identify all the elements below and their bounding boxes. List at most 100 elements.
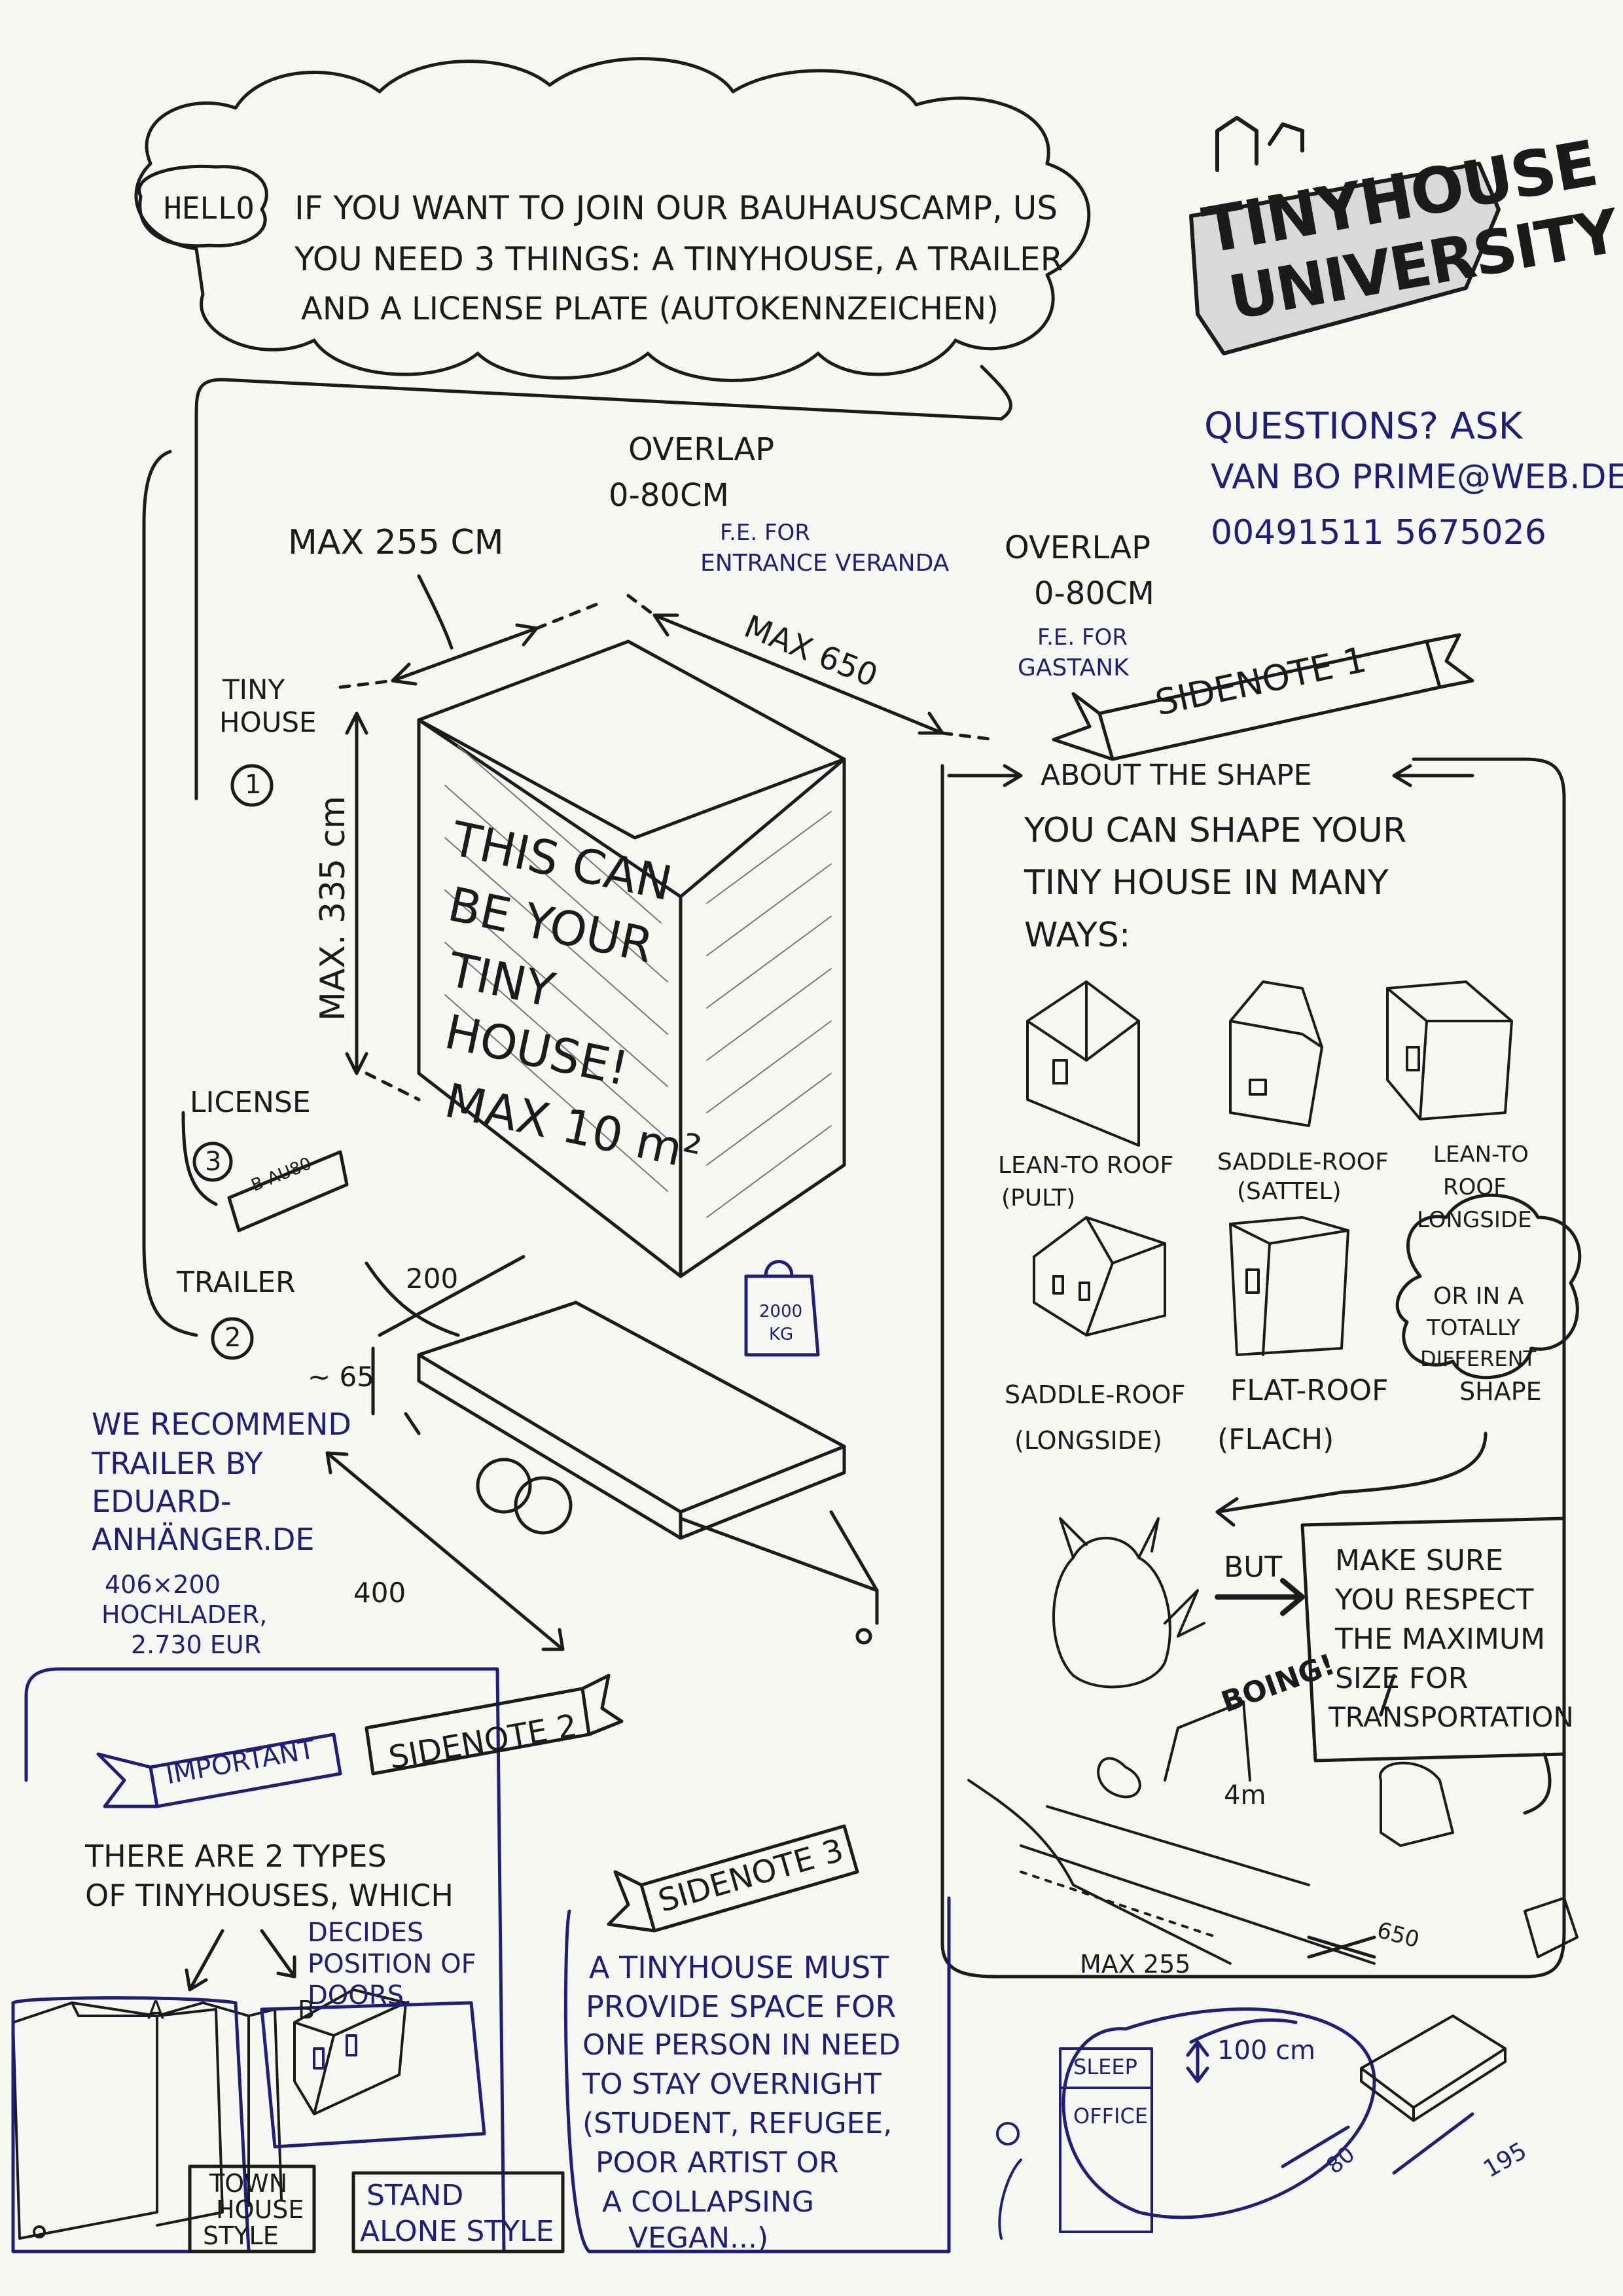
sidenote1-frame bbox=[940, 757, 1566, 1979]
office-label: OFFICE bbox=[1073, 2104, 1148, 2128]
trailer-label: TRAILER bbox=[177, 1266, 296, 1299]
make-sure-5: TRANSPORTATION bbox=[1329, 1701, 1574, 1733]
width-arrow bbox=[391, 623, 539, 686]
cloud-line-2: TOTALLY bbox=[1427, 1315, 1521, 1341]
recommend-line-2: TRAILER BY bbox=[92, 1446, 263, 1481]
weight-tag bbox=[744, 1260, 820, 1357]
length-arrow bbox=[652, 613, 944, 735]
sidenote3-line-6: POOR ARTIST OR bbox=[596, 2146, 839, 2179]
trailer-length-label: 400 bbox=[353, 1577, 406, 1609]
shape2-label-b: (SATTEL) bbox=[1237, 1178, 1342, 1205]
shape-intro-3: WAYS: bbox=[1024, 916, 1131, 955]
recommend-line-7: 2.730 EUR bbox=[131, 1630, 262, 1659]
cloud-line-4: SHAPE bbox=[1459, 1377, 1542, 1406]
sleep-label: SLEEP bbox=[1073, 2054, 1137, 2079]
pod-height-label: 100 cm bbox=[1217, 2036, 1316, 2066]
max-width-pointer bbox=[417, 574, 454, 650]
contact-line-1: QUESTIONS? ASK bbox=[1204, 405, 1523, 448]
recommend-line-4: ANHÄNGER.DE bbox=[92, 1522, 315, 1557]
trailer bbox=[404, 1300, 879, 1645]
sidenote3-line-8: VEGAN...) bbox=[628, 2221, 769, 2255]
bed-drawing bbox=[1360, 2015, 1507, 2122]
height-arrow bbox=[345, 711, 368, 1075]
stand-alone-label-1: STAND bbox=[366, 2179, 464, 2212]
road-width-label: MAX 255 bbox=[1080, 1950, 1191, 1979]
sidenote3-line-4: TO STAY OVERNIGHT bbox=[582, 2068, 882, 2101]
shape3-label-c: LONGSIDE bbox=[1417, 1207, 1532, 1233]
make-sure-3: THE MAXIMUM bbox=[1335, 1623, 1546, 1656]
weight-label-b: KG bbox=[769, 1325, 794, 1344]
overlap2-note-2: GASTANK bbox=[1018, 655, 1129, 681]
recommend-line-3: EDUARD- bbox=[92, 1484, 232, 1519]
tiny-house-label-a: TINY bbox=[223, 673, 285, 706]
but-arrow bbox=[1215, 1578, 1305, 1616]
make-sure-2: YOU RESPECT bbox=[1335, 1583, 1534, 1617]
town-house-label-1: TOWN bbox=[209, 2169, 288, 2198]
max-width-label: MAX 255 CM bbox=[288, 523, 504, 562]
but-label: BUT bbox=[1224, 1551, 1283, 1584]
recommend-line-6: HOCHLADER, bbox=[101, 1600, 268, 1629]
sidenote2-frame bbox=[24, 1667, 506, 2253]
shape-lean-to bbox=[1026, 980, 1140, 1147]
shape-lean-to-longside bbox=[1386, 980, 1513, 1121]
make-sure-box bbox=[1300, 1516, 1566, 1763]
clearance-height: 4m bbox=[1224, 1780, 1266, 1810]
about-shape-header: ABOUT THE SHAPE bbox=[1041, 759, 1312, 792]
cloud-line-1: OR IN A bbox=[1433, 1283, 1524, 1310]
shape3-label-a: LEAN-TO bbox=[1433, 1141, 1529, 1168]
left-bracket-license bbox=[181, 1111, 218, 1206]
pikachu-figure bbox=[1052, 1517, 1205, 1689]
sidenote2-line-1: THERE ARE 2 TYPES bbox=[85, 1839, 387, 1874]
shape-intro-1: YOU CAN SHAPE YOUR bbox=[1024, 811, 1407, 850]
important-banner bbox=[96, 1732, 342, 1808]
sidenote2-line-5: DOORS. bbox=[308, 1981, 412, 2011]
overlap2-a: OVERLAP bbox=[1005, 529, 1151, 566]
tiny-house-label-b: HOUSE bbox=[219, 706, 317, 738]
tiny-house-num-circle bbox=[230, 764, 274, 807]
overlap1-note-1: F.E. FOR bbox=[720, 520, 810, 546]
max-height-label: MAX. 335 cm bbox=[313, 795, 353, 1021]
make-sure-1: MAKE SURE bbox=[1335, 1544, 1504, 1577]
cloud-pointer bbox=[1215, 1431, 1488, 1527]
sleep-office-drawing bbox=[996, 2047, 1153, 2240]
sidenote2-line-2: OF TINYHOUSES, WHICH bbox=[85, 1878, 454, 1913]
logo-block bbox=[1189, 116, 1501, 355]
shape-saddle-longside bbox=[1033, 1216, 1166, 1336]
shape1-label-b: (PULT) bbox=[1001, 1185, 1076, 1211]
license-plate bbox=[227, 1150, 349, 1232]
overlap2-b: 0-80CM bbox=[1034, 575, 1154, 612]
sidenote3-line-7: A COLLAPSING bbox=[602, 2185, 815, 2219]
overlap1-b: 0-80CM bbox=[609, 477, 729, 514]
hello-label: HELLO bbox=[164, 190, 255, 226]
sidenote3-line-1: A TINYHOUSE MUST bbox=[589, 1950, 889, 1985]
intro-line-3: AND A LICENSE PLATE (AUTOKENNZEICHEN) bbox=[301, 291, 999, 327]
shape2-label-a: SADDLE-ROOF bbox=[1217, 1149, 1389, 1175]
sidenote2-banner bbox=[365, 1674, 624, 1776]
shape3-label-b: ROOF bbox=[1443, 1174, 1507, 1200]
license-label: LICENSE bbox=[190, 1086, 311, 1119]
cloud-connector-line bbox=[194, 365, 1012, 800]
height-double-arrow bbox=[1186, 2040, 1209, 2083]
town-house-label-2: HOUSE bbox=[216, 2195, 304, 2224]
sidenote2-line-3: DECIDES bbox=[308, 1918, 424, 1948]
sleep-pod-loop bbox=[1061, 2007, 1376, 2219]
license-number: 3 bbox=[205, 1147, 222, 1177]
shape4-label-a: SADDLE-ROOF bbox=[1005, 1380, 1186, 1409]
stand-alone-label-2: ALONE STYLE bbox=[360, 2215, 554, 2248]
type-a-label: A bbox=[147, 1996, 164, 2024]
sidenote1-banner bbox=[1052, 633, 1474, 761]
license-pointer bbox=[365, 1261, 460, 1337]
intro-speech-cloud bbox=[134, 57, 1091, 382]
shape-intro-2: TINY HOUSE IN MANY bbox=[1024, 863, 1389, 903]
sidenote3-line-2: PROVIDE SPACE FOR bbox=[586, 1989, 897, 2024]
town-house-label-3: STYLE bbox=[203, 2221, 279, 2250]
trailer-dim-arrows bbox=[325, 1255, 565, 1651]
tiny-house-box bbox=[417, 639, 846, 1278]
sidenote2-line-4: POSITION OF bbox=[308, 1949, 476, 1979]
intro-line-2: YOU NEED 3 THINGS: A TINYHOUSE, A TRAILE… bbox=[294, 240, 1063, 278]
overlap1-note-2: ENTRANCE VERANDA bbox=[700, 550, 950, 577]
type-b-label: B bbox=[298, 1996, 315, 2024]
sidenote3-line-5: (STUDENT, REFUGEE, bbox=[582, 2107, 893, 2140]
contact-line-2: VAN BO PRIME@WEB.DE bbox=[1211, 457, 1623, 497]
